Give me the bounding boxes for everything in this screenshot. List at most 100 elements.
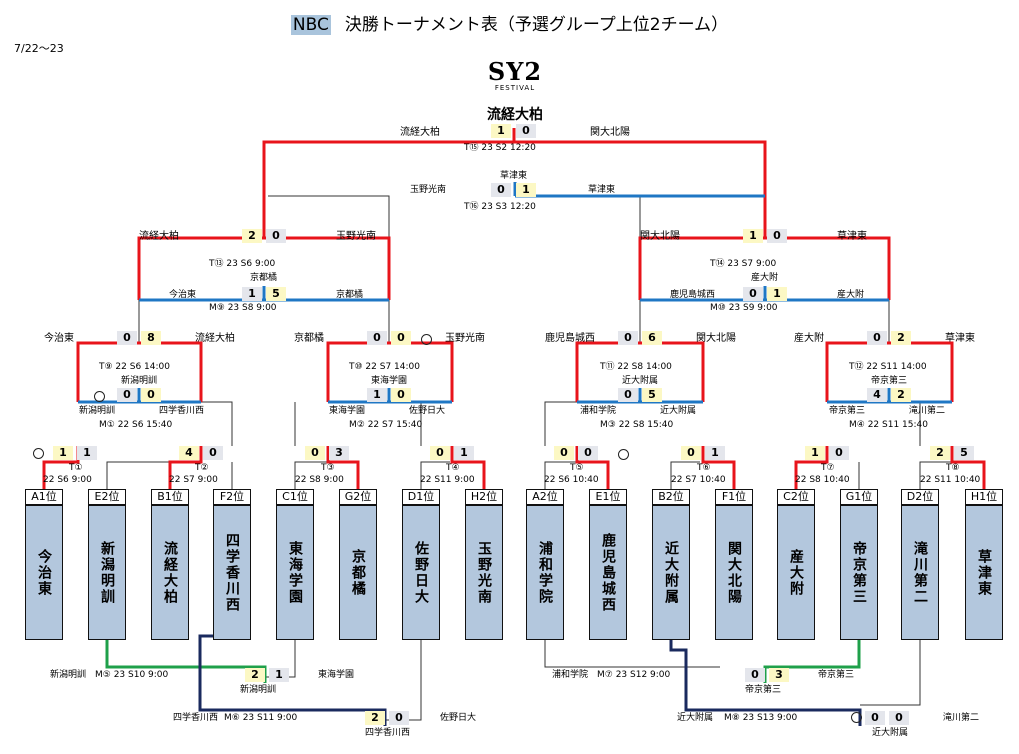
team-left: 近大附属 [677,713,714,723]
team-name: 東海学園 [287,540,303,605]
score: 1 [77,446,97,460]
logo-subtext: FESTIVAL [494,84,536,92]
pk-win-marker [618,449,629,460]
final-left: 流経大柏 [400,127,440,138]
pk-score: 1 [767,287,787,301]
sf-top-right: 草津東 [837,231,867,242]
match-time: M④ 22 S11 15:40 [849,420,928,430]
team-box: 近大附属 [652,505,690,640]
team-right: 佐野日大 [440,713,477,723]
score: 1 [491,124,511,138]
score: 0 [117,331,137,345]
team-name: 四学香川西 [224,532,240,613]
winner-label: 近大附属 [872,728,909,738]
match-time: T⑯ 23 S3 12:20 [464,202,536,212]
pk-team-right: 滝川第二 [909,406,946,416]
score: 0 [266,229,286,243]
score: 1 [53,446,73,460]
match-id: T④ [446,463,460,473]
match-info: 22 S8 9:00 [295,475,344,485]
match-id: T⑥ [697,463,711,473]
score: 1 [705,446,725,460]
score: 1 [805,446,825,460]
pk-score: 2 [891,388,911,402]
team-box: 浦和学院 [526,505,564,640]
match-id: T① [69,463,83,473]
score: 1 [454,446,474,460]
team-seed: F1位 [715,489,753,505]
team-box: 新潟明訓 [88,505,126,640]
score: 2 [365,711,385,725]
team-box: 滝川第二 [901,505,939,640]
score: 2 [891,331,911,345]
team-seed: B1位 [151,489,189,505]
team-name: 玉野光南 [476,540,492,605]
team-seed: A2位 [526,489,564,505]
match-id: T⑦ [821,463,835,473]
score: 0 [618,331,638,345]
team-box: 草津東 [965,505,1003,640]
qf-top-left: 今治東 [44,333,74,344]
team-right: 帝京第三 [818,670,855,680]
qf-top-right: 関大北陽 [696,333,736,344]
venue: 京都橘 [250,273,278,283]
team-name: 浦和学院 [537,540,553,605]
qf-top-right: 玉野光南 [445,333,485,344]
team-name: 新潟明訓 [99,540,115,605]
score: 5 [954,446,974,460]
sf-top-left: 関大北陽 [640,231,680,242]
score: 1 [743,229,763,243]
pk-score: 1 [367,388,387,402]
score: 0 [430,446,450,460]
pk-score: 5 [266,287,286,301]
match-time: T⑩ 22 S7 14:00 [349,362,420,372]
venue: 新潟明訓 [121,376,158,386]
score: 3 [769,668,789,682]
team-seed: C1位 [276,489,314,505]
score: 0 [554,446,574,460]
venue: 東海学園 [371,376,408,386]
qf-top-left: 京都橘 [294,333,324,344]
team-seed: A1位 [25,489,63,505]
team-left: 浦和学院 [552,670,589,680]
team-right: 滝川第二 [943,713,980,723]
nbc-badge: NBC [290,15,331,35]
pk-win-marker [94,391,105,402]
score: 0 [767,229,787,243]
team-left: 四学香川西 [173,713,219,723]
team-left: 新潟明訓 [50,670,87,680]
score: 2 [242,229,262,243]
team-seed: H2位 [465,489,503,505]
pk-team-left: 今治東 [169,290,197,300]
score: 0 [829,446,849,460]
match-time: M⑤ 23 S10 9:00 [95,670,169,680]
team-right: 東海学園 [318,670,355,680]
venue: 近大附属 [622,376,659,386]
match-time: M③ 22 S8 15:40 [600,420,674,430]
score: 8 [141,331,161,345]
venue: 産大附 [751,273,779,283]
pk-score: 1 [242,287,262,301]
team-box: 関大北陽 [715,505,753,640]
pk-team-left: 東海学園 [329,406,366,416]
pk-win-marker [421,334,432,345]
match-info: 22 S11 9:00 [420,475,475,485]
team-name: 佐野日大 [413,540,429,605]
match-time: T⑫ 22 S11 14:00 [849,362,927,372]
event-date: 7/22〜23 [14,42,64,55]
score: 1 [516,183,536,197]
final-right: 関大北陽 [590,127,630,138]
match-time: T⑭ 23 S7 9:00 [710,259,777,269]
qf-top-left: 鹿児島城西 [545,333,595,344]
team-box: 帝京第三 [840,505,878,640]
team-name: 産大附 [788,548,804,597]
match-id: T② [195,463,209,473]
pk-team-right: 四学香川西 [159,406,205,416]
team-name: 流経大柏 [162,540,178,605]
pk-score: 0 [391,388,411,402]
title-text: 決勝トーナメント表（予選グループ上位2チーム） [344,15,729,35]
pk-team-left: 浦和学院 [580,406,617,416]
score: 0 [305,446,325,460]
team-seed: E1位 [589,489,627,505]
